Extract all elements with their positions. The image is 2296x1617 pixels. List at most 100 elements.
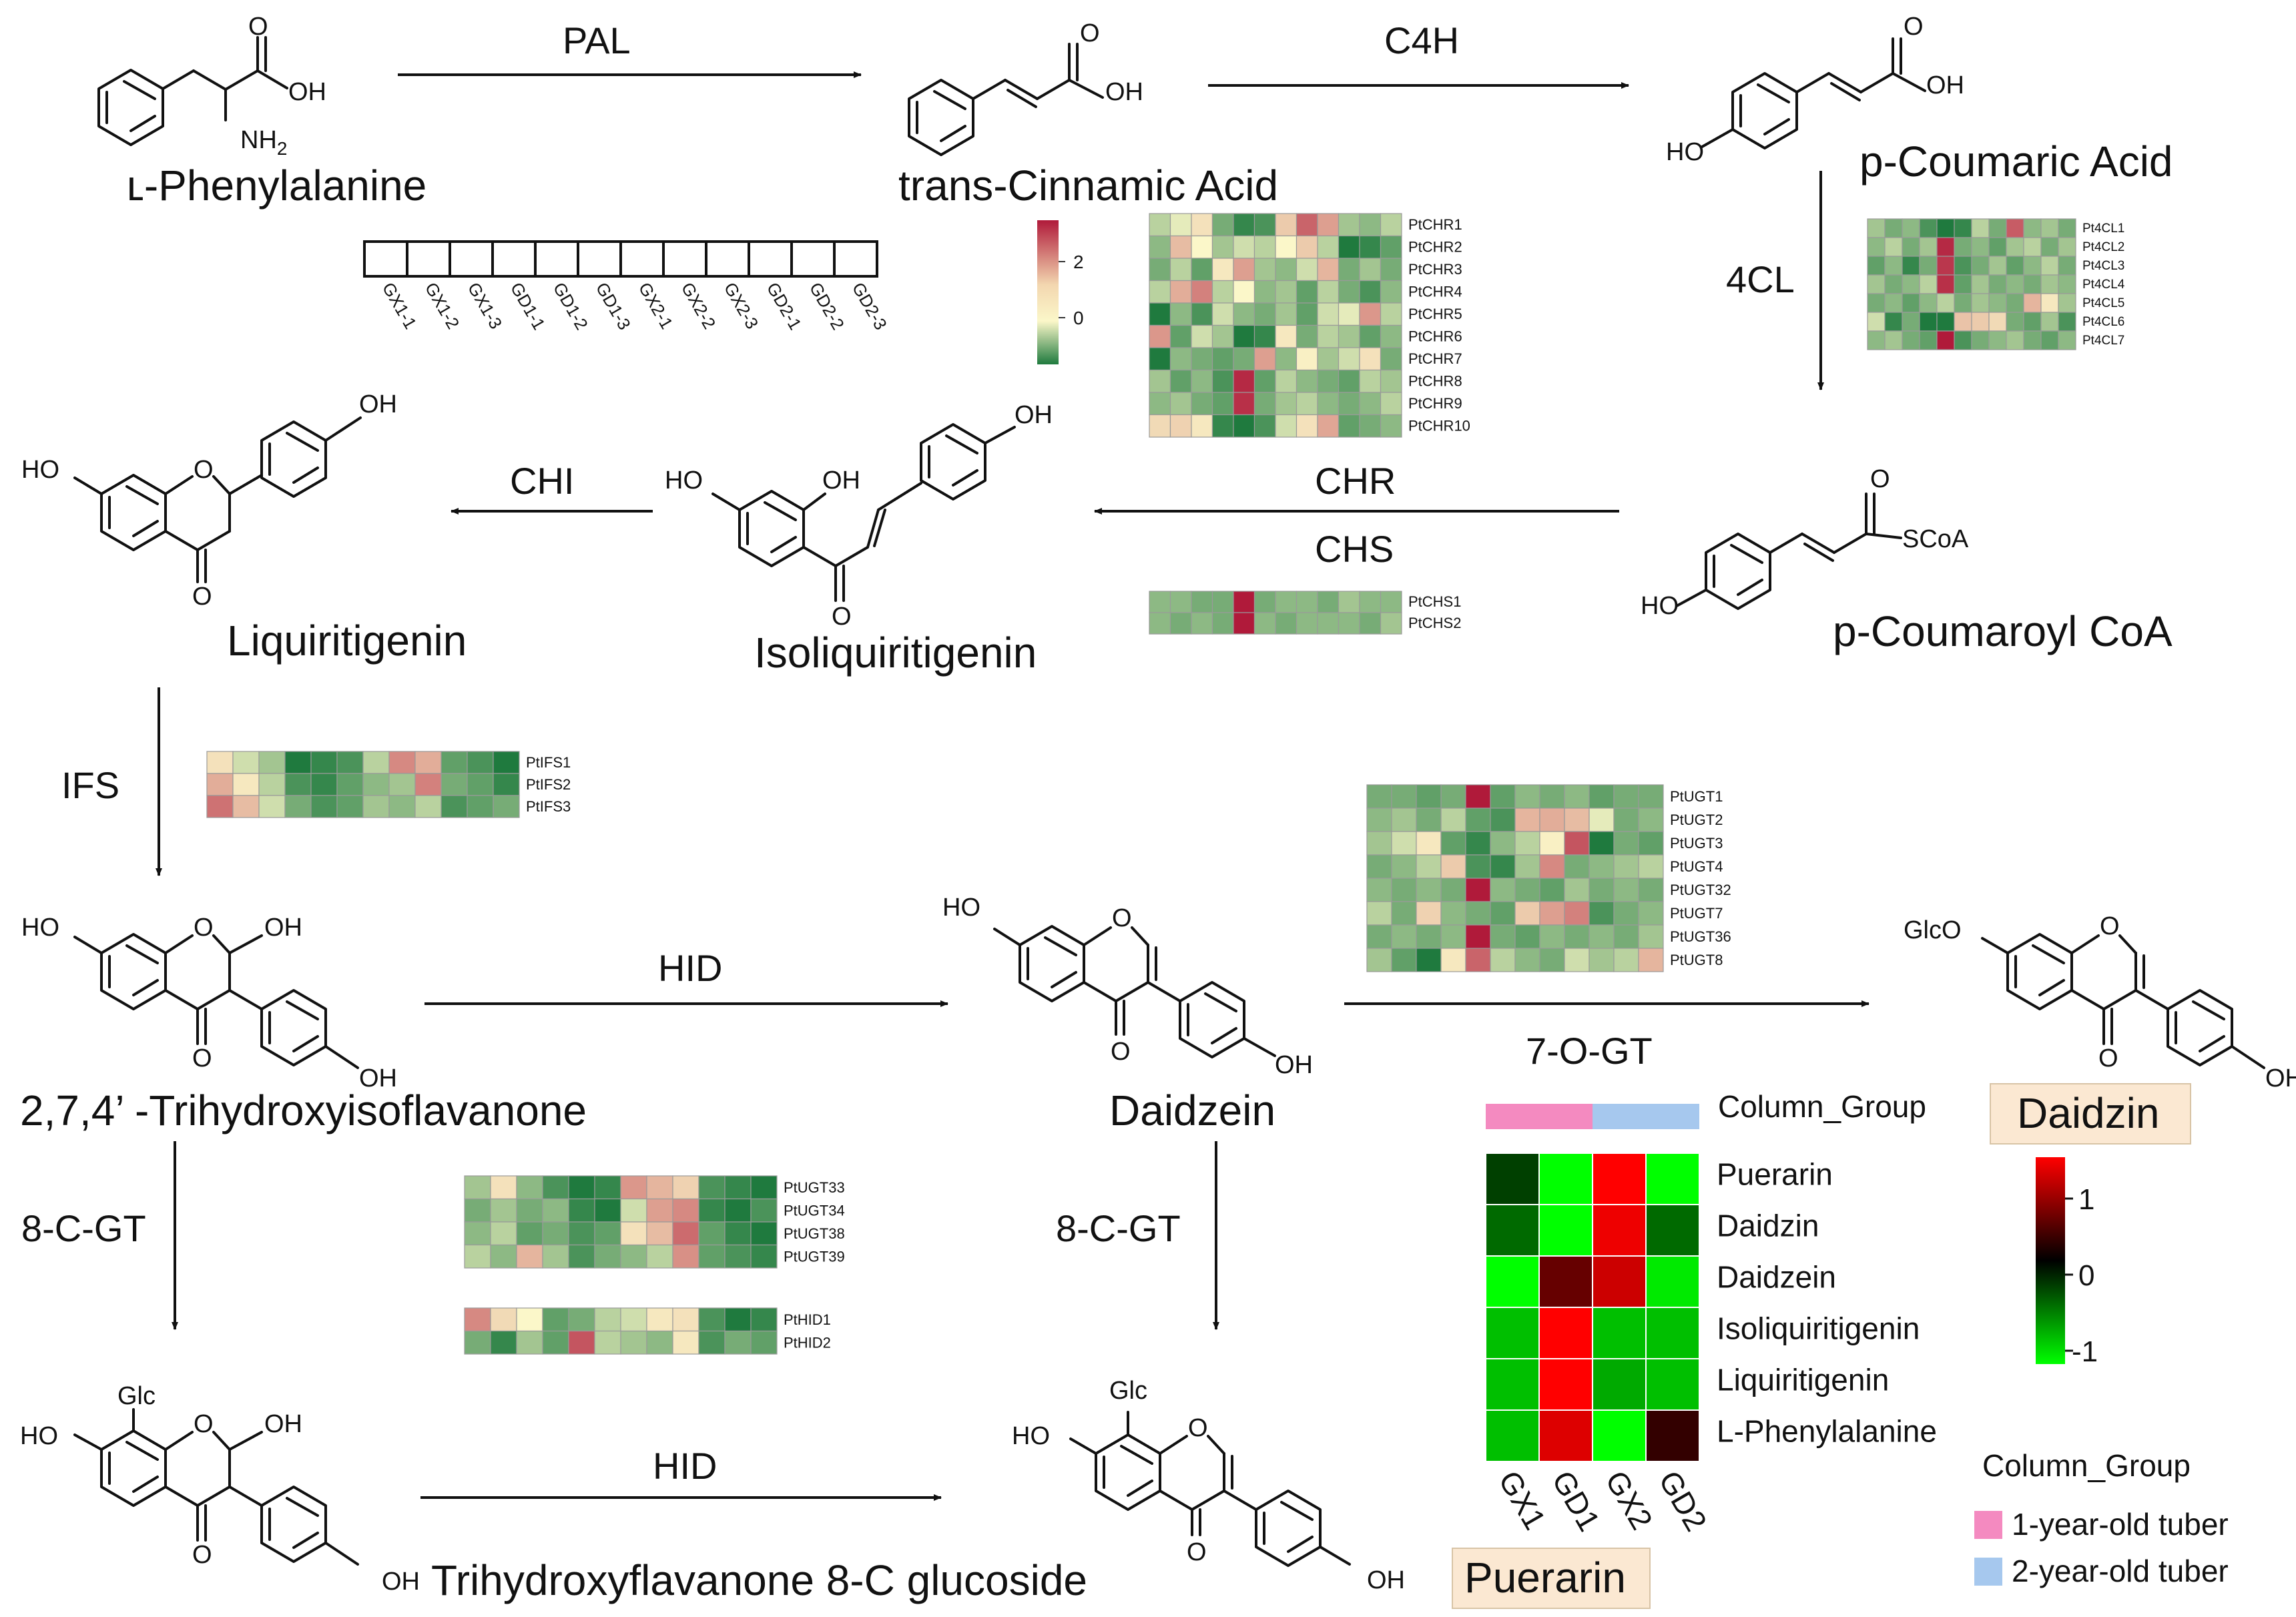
coumaroyl-coa-structure [1675,493,1902,610]
cinnamic-acid-structure [908,43,1104,156]
heatmap-cell [1317,369,1340,393]
compound-glucoside: Trihydroxyflavanone 8-C glucoside [431,1556,1087,1604]
heatmap-cell [1514,924,1540,949]
glu-oh-label: OH [264,1410,302,1438]
heatmap-cell [2058,274,2076,294]
heatmap-cell [1514,807,1540,832]
heatmap-cell [1954,312,1972,332]
heatmap-cell [1936,237,1955,257]
heatmap-cell [672,1330,699,1355]
gene-label: Pt4CL4 [2082,278,2125,292]
heatmap-cell [1169,280,1192,304]
heatmap-cell [206,751,234,774]
metabolite-cell [1645,1153,1700,1205]
heatmap-cell [1416,831,1442,856]
gene-label: PtUGT8 [1670,952,1723,968]
heatmap-cell [646,1175,673,1200]
heatmap-cell [1884,312,1903,332]
heatmap-cell [1149,591,1171,613]
heatmap-cell [1317,591,1340,613]
heatmap-chr: PtCHR1PtCHR2PtCHR3PtCHR4PtCHR5PtCHR6PtCH… [1149,213,1470,438]
heatmap-cell [1275,324,1298,348]
heatmap-cell [1233,369,1255,393]
gene-label: PtIFS1 [526,754,571,771]
heatmap-cell [1275,235,1298,259]
heatmap-cell [1149,324,1171,348]
heatmap-cell [1275,280,1298,304]
heatmap-cell [646,1330,673,1355]
heatmap-cell [2006,312,2024,332]
heatmap-cell [1391,831,1417,856]
heatmap-cell [1867,274,1886,294]
heatmap-cell [464,1175,491,1200]
heatmap-cell [724,1175,752,1200]
heatmap-cell [1465,807,1491,832]
puerarin-structure [1069,1411,1351,1567]
heatmap-cell [2058,218,2076,238]
heatmap-cell [1380,213,1402,237]
heatmap-cell [1416,948,1442,972]
heatmap-cell [1317,213,1340,237]
heatmap-cell [1149,235,1171,259]
heatmap-cell [1919,256,1938,276]
pue-oh-label: OH [1367,1566,1405,1594]
heatmap-cell [2058,330,2076,350]
heatmap-cell [1902,218,1920,238]
gene-label: Pt4CL2 [2082,240,2124,254]
gene-label: Pt4CL1 [2082,222,2124,236]
heatmap-cell [336,751,364,774]
sample-key-cell [619,240,665,278]
group-1-swatch [1974,1511,2002,1539]
heatmap-cell [258,751,286,774]
heatmap-cell [1988,312,2007,332]
coum-ho-label: HO [1666,138,1704,166]
enzyme-4cl: 4CL [1726,258,1795,300]
column-group-bar [1593,1104,1646,1129]
gene-label: PtHID1 [784,1311,831,1328]
heatmap-cell [1275,258,1298,282]
heatmap-cell [516,1244,543,1269]
sample-key-cell [833,240,878,278]
gene-color-bar [1037,220,1059,364]
heatmap-cell [490,1330,517,1355]
gene-label: PtCHR7 [1408,350,1462,367]
heatmap-cell [1971,256,1990,276]
gene-label: PtCHR4 [1408,284,1462,300]
heatmap-cell [1465,924,1491,949]
sample-key-label: GD1-3 [592,279,635,333]
heatmap-cell [1954,256,1972,276]
heatmap-cell [568,1221,595,1246]
heatmap-cell [1564,784,1590,809]
heatmap-cell [2023,218,2042,238]
heatmap-cell [206,795,234,818]
column-group-legend: Column_Group 1-year-old tuber 2-year-old… [1974,1448,2229,1588]
enzyme-hid-top: HID [658,947,722,989]
heatmap-cell [1884,237,1903,257]
heatmap-cell [1149,612,1171,635]
heatmap-cell [2058,312,2076,332]
heatmap-cell [1638,854,1664,879]
heatmap-cell [1539,831,1565,856]
tri-ho-label: HO [21,914,59,942]
heatmap-cell [1380,414,1402,438]
heatmap-cell [1233,612,1255,635]
heatmap-cell [1539,878,1565,902]
heatmap-cell [1613,948,1639,972]
heatmap-cell [467,795,494,818]
heatmap-cell [1490,924,1516,949]
heatmap-cell [672,1221,699,1246]
heatmap-cell [1867,312,1886,332]
heatmap-cell [2040,237,2059,257]
heatmap-cell [1169,302,1192,326]
heatmap-cell [1317,347,1340,371]
sample-key-cell [790,240,836,278]
heatmap-cell [1514,901,1540,926]
sample-key-label: GX1-1 [378,279,421,332]
tri-o-label: O [194,914,214,942]
heatmap-cell [1919,237,1938,257]
enzyme-chs: CHS [1315,528,1394,570]
heatmap-cell [1191,591,1213,613]
liq-oh-label: OH [359,390,397,418]
heatmap-cell [2040,293,2059,313]
heatmap-cell [1211,414,1234,438]
